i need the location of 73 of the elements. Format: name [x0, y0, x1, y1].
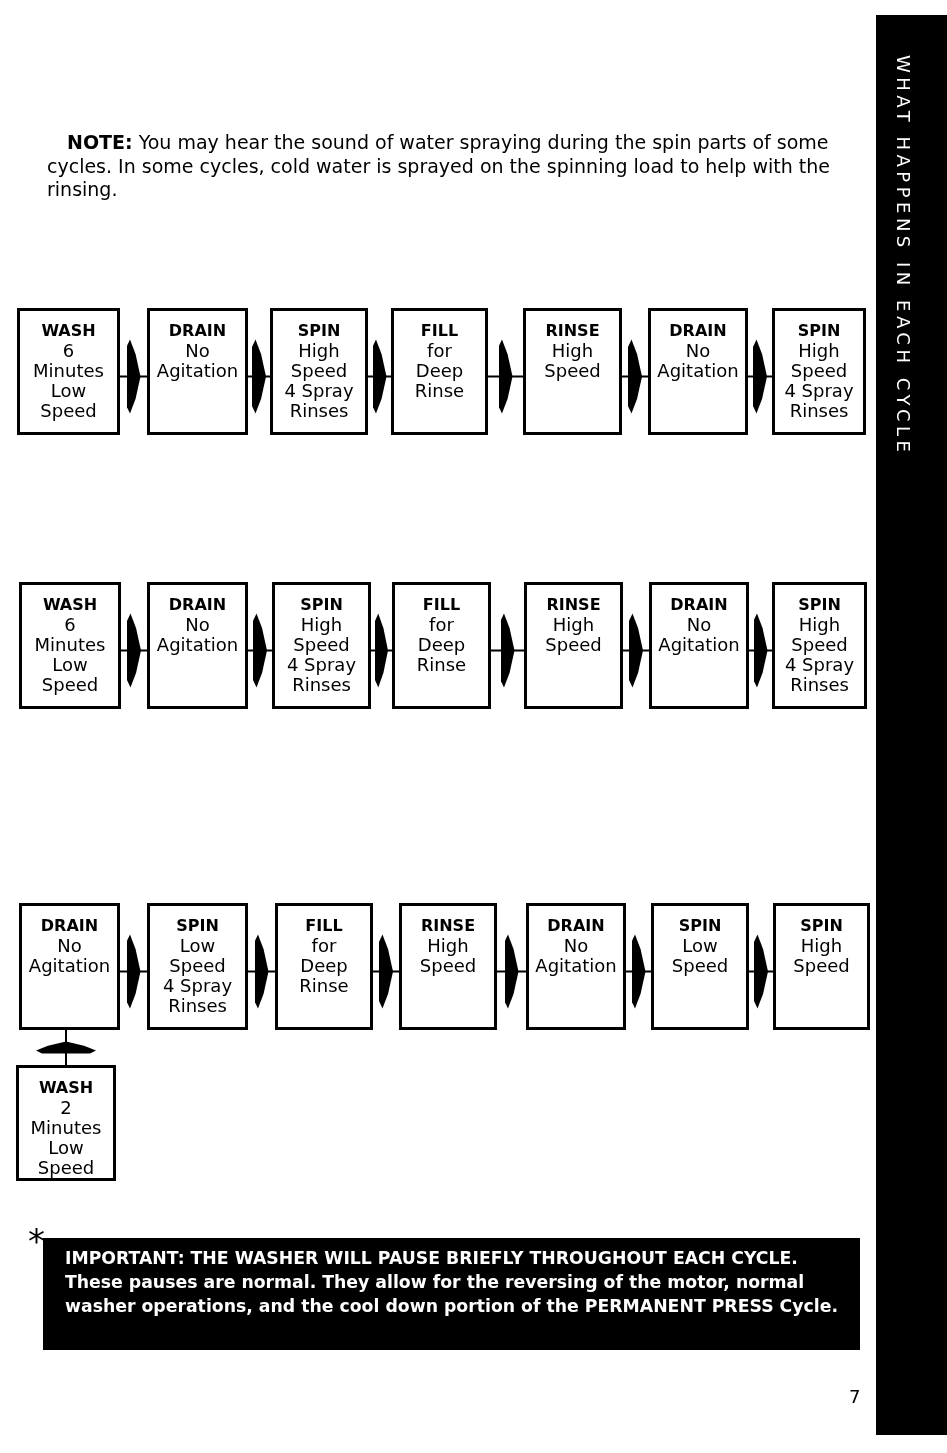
step-box [392, 582, 491, 709]
step-title: WASH [41, 321, 96, 341]
step-title: SPIN [797, 321, 841, 341]
step-box [275, 903, 373, 1030]
step-detail: No Agitation [28, 936, 111, 976]
step-box [649, 582, 749, 709]
step-title: DRAIN [670, 595, 728, 615]
step-detail: 2 Minutes Low Speed [30, 1098, 102, 1178]
step-detail: High Speed [544, 341, 601, 381]
step-detail: for Deep Rinse [414, 341, 465, 401]
page-number: 7 [849, 1386, 861, 1408]
step-box [772, 582, 867, 709]
step-detail: High Speed [419, 936, 477, 976]
step-box [773, 903, 870, 1030]
step-detail: High Speed 4 Spray Rinses [285, 615, 358, 695]
step-title: WASH [38, 1078, 94, 1098]
step-detail: 6 Minutes Low Speed [33, 341, 104, 421]
step-detail: for Deep Rinse [416, 615, 467, 675]
section-title: WHAT HAPPENS IN EACH CYCLE [894, 55, 912, 457]
step-title: WASH [42, 595, 98, 615]
step-title: RINSE [420, 916, 476, 936]
step-box [523, 308, 622, 435]
step-title: FILL [422, 595, 461, 615]
step-detail: Low Speed 4 Spray Rinses [161, 936, 234, 1016]
step-title: RINSE [545, 321, 600, 341]
step-title: FILL [420, 321, 459, 341]
notice-box [43, 1238, 860, 1350]
step-box [270, 308, 368, 435]
step-detail: High Speed 4 Spray Rinses [783, 615, 856, 695]
step-detail: No Agitation [156, 615, 239, 655]
step-title: DRAIN [168, 321, 227, 341]
step-detail: No Agitation [657, 341, 739, 381]
step-detail: Low Speed [671, 936, 729, 976]
step-title: SPIN [300, 595, 343, 615]
step-title: DRAIN [669, 321, 727, 341]
step-detail: for Deep Rinse [299, 936, 349, 996]
step-title: DRAIN [40, 916, 99, 936]
step-box [391, 308, 488, 435]
step-title: SPIN [297, 321, 341, 341]
step-detail: High Speed 4 Spray Rinses [283, 341, 355, 421]
note-text: NOTE: You may hear the sound of water spraying during the spin parts of some cycles. In some cycles, cold water is sprayed on the spinning load to help with the rinsing. [47, 131, 831, 202]
step-box [651, 903, 749, 1030]
step-detail: 6 Minutes Low Speed [34, 615, 106, 695]
step-box [19, 903, 120, 1030]
section-tab [876, 15, 947, 1435]
step-title: RINSE [546, 595, 601, 615]
step-detail: High Speed [793, 936, 850, 976]
step-detail: High Speed [545, 615, 602, 655]
step-title: FILL [305, 916, 343, 936]
step-box [19, 582, 121, 709]
step-title: SPIN [678, 916, 722, 936]
step-box [772, 308, 866, 435]
notice-text: IMPORTANT: THE WASHER WILL PAUSE BRIEFLY THROUGHOUT EACH CYCLE. These pauses are normal. They allow for the reversing of the motor, normal washer operations, and the cool down portion of the PERMANENT PRESS Cycle. [65, 1247, 839, 1318]
step-title: SPIN [798, 595, 841, 615]
step-box [17, 308, 120, 435]
step-title: DRAIN [547, 916, 605, 936]
step-detail: No Agitation [156, 341, 239, 381]
step-box [16, 1065, 116, 1181]
step-box [399, 903, 497, 1030]
step-detail: No Agitation [658, 615, 740, 655]
step-title: SPIN [800, 916, 843, 936]
step-box [524, 582, 623, 709]
step-box [147, 903, 248, 1030]
step-detail: High Speed 4 Spray Rinses [783, 341, 855, 421]
step-title: SPIN [176, 916, 219, 936]
step-title: DRAIN [168, 595, 227, 615]
step-detail: No Agitation [535, 936, 617, 976]
step-box [526, 903, 626, 1030]
step-box [147, 308, 248, 435]
step-box [272, 582, 371, 709]
footnote-mark: * [28, 1226, 45, 1256]
step-box [147, 582, 248, 709]
step-box [648, 308, 748, 435]
